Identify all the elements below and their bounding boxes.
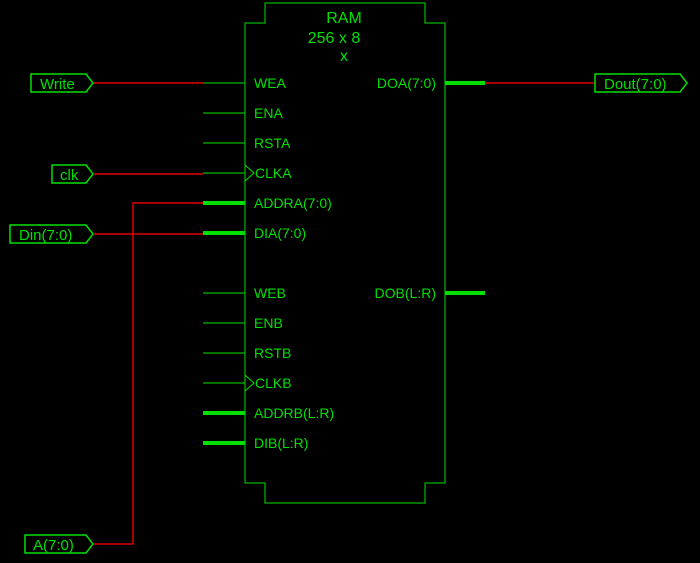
pin-label-rstb: RSTB: [254, 345, 291, 361]
pin-label-addrb: ADDRB(L:R): [254, 405, 334, 421]
pin-label-dib: DIB(L:R): [254, 435, 308, 451]
port-write-label: Write: [40, 76, 75, 93]
pin-label-web: WEB: [254, 285, 286, 301]
pin-label-wea: WEA: [254, 75, 287, 91]
port-clk-label: clk: [60, 167, 79, 184]
nets: [93, 82, 595, 545]
port-address[interactable]: A(7:0): [24, 534, 94, 554]
port-clk-shape: [51, 164, 94, 184]
pin-label-enb: ENB: [254, 315, 283, 331]
pin-label-clka: CLKA: [255, 165, 292, 181]
port-clk[interactable]: clk: [51, 164, 94, 184]
port-write[interactable]: Write: [30, 73, 94, 93]
ram-block-outline[interactable]: [244, 2, 446, 504]
port-address-label: A(7:0): [33, 537, 74, 554]
clkb-clock-triangle-icon: [244, 374, 255, 392]
left-pin-stubs: [203, 82, 245, 445]
block-mark: x: [340, 48, 348, 65]
pin-label-clkb: CLKB: [255, 375, 292, 391]
port-din[interactable]: Din(7:0): [9, 224, 94, 244]
block-size: 256 x 8: [308, 30, 361, 47]
pin-label-rsta: RSTA: [254, 135, 291, 151]
port-write-shape: [30, 73, 94, 93]
pin-label-dob: DOB(L:R): [375, 285, 436, 301]
port-dout-label: Dout(7:0): [604, 76, 667, 93]
port-din-shape: [9, 224, 94, 244]
net-address[interactable]: [93, 202, 203, 545]
pin-label-ena: ENA: [254, 105, 283, 121]
port-address-shape: [24, 534, 94, 554]
pin-label-dia: DIA(7:0): [254, 225, 306, 241]
port-dout[interactable]: Dout(7:0): [594, 73, 688, 93]
pin-label-addra: ADDRA(7:0): [254, 195, 332, 211]
port-dout-shape: [594, 73, 688, 93]
block-title: RAM: [326, 10, 362, 27]
port-din-label: Din(7:0): [19, 227, 72, 244]
pin-label-doa: DOA(7:0): [377, 75, 436, 91]
clka-clock-triangle-icon: [244, 164, 255, 182]
